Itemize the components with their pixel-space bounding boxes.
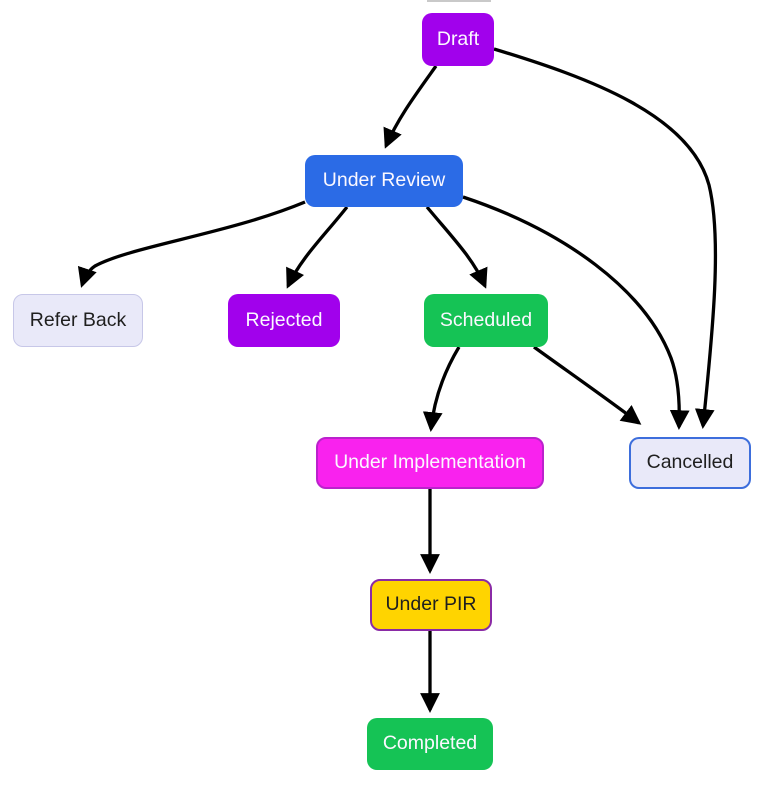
node-refer-back: Refer Back [13,294,143,347]
node-rejected: Rejected [228,294,340,347]
edge-under-review-to-cancelled [462,195,690,430]
edge-draft-to-cancelled [493,47,718,429]
edge-draft-to-under-review [383,65,438,149]
node-under-review: Under Review [305,155,463,207]
node-draft: Draft [422,13,494,66]
edge-under-review-to-refer-back [77,200,306,288]
edge-under-review-to-scheduled [425,205,488,289]
node-scheduled: Scheduled [424,294,548,347]
edge-under-review-to-rejected [286,205,349,289]
edge-scheduled-to-under-implementation [422,346,461,432]
edge-scheduled-to-cancelled [533,345,642,425]
node-under-pir: Under PIR [370,579,492,631]
cropped-top-edge-artifact [427,0,491,2]
node-completed: Completed [367,718,493,770]
node-cancelled: Cancelled [629,437,751,489]
node-under-implementation: Under Implementation [316,437,544,489]
